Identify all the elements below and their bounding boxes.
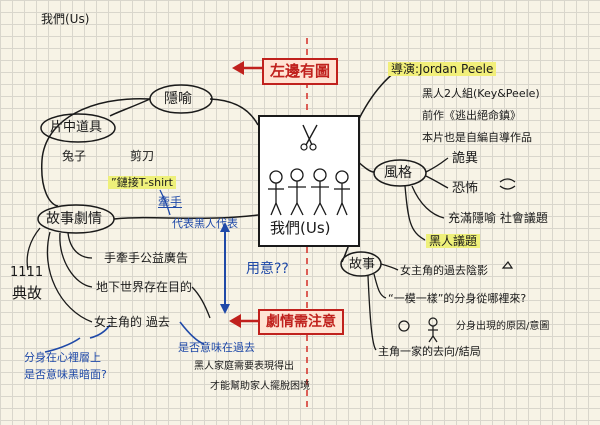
plot-arrowhead: [229, 314, 241, 328]
rep-sub-note: 代表黑人代表: [172, 217, 238, 230]
props-label: 片中道具: [50, 120, 103, 135]
center-poster-box: 我們(Us): [258, 115, 360, 247]
story-double-reason: 分身出現的原因/意圖: [456, 321, 550, 332]
story-double-origin: “一模一樣”的分身從哪裡來?: [388, 292, 527, 305]
allusion-number: 1111: [10, 265, 44, 280]
opening-sign-label: 手牽手公益廣告: [104, 251, 189, 265]
story-plot-label: 故事劇情: [46, 211, 102, 227]
director-bullet-1: 黑人2人組(Key&Peele): [422, 87, 540, 100]
left-arrowhead: [232, 61, 244, 75]
director-bullet-3: 本片也是自編自導作品: [422, 131, 532, 144]
style-metaphor-social: 充滿隱喻 社會議題: [448, 211, 548, 225]
style-label: 風格: [384, 165, 412, 181]
rabbit-label: 兔子: [62, 149, 87, 163]
story-ending: 主角一家的去向/結局: [378, 345, 481, 358]
style-horror: 恐怖: [452, 181, 479, 196]
hidden-metaphor-label: 隱喻: [164, 91, 192, 107]
director-label: 導演:Jordan Peele: [388, 62, 497, 76]
family-figures-icon: [268, 124, 350, 216]
scissors-label: 剪刀: [130, 149, 155, 163]
corner-title: 我們(Us): [41, 12, 90, 26]
double-darkside-note: 分身在心裡層上 是否意味黑暗面?: [24, 351, 107, 381]
props-oval: [40, 113, 116, 143]
plot-note-bubble: 劇情需注意: [258, 309, 344, 335]
black-issue-label: 黑人議題: [426, 234, 481, 248]
female-lead-past-label: 女主角的 過去: [94, 315, 170, 329]
center-label: 我們(Us): [270, 219, 331, 237]
director-bullet-2: 前作《逃出絕命鎮》: [422, 109, 521, 122]
tshirt-label: ”鏈接T-shirt: [108, 176, 176, 189]
left-note-bubble: 左邊有圖: [262, 58, 339, 85]
underground-label: 地下世界存在目的: [96, 280, 193, 294]
story-label: 故事: [349, 257, 376, 272]
meaning-phrase-3: 才能幫助家人擺脫困境: [210, 381, 310, 392]
style-oval: [373, 159, 427, 187]
what-meaning-note: 用意??: [246, 261, 289, 277]
hold-hands-note: 牽手: [158, 195, 183, 209]
story-past-shadow: 女主角的過去陰影: [400, 264, 488, 277]
style-weird: 詭異: [452, 151, 479, 166]
meaning-phrase-2: 黑人家庭需要表現得出: [194, 361, 294, 372]
meaning-phrase-1: 是否意味在過去: [178, 341, 255, 354]
allusion-label: 典故: [12, 284, 43, 302]
